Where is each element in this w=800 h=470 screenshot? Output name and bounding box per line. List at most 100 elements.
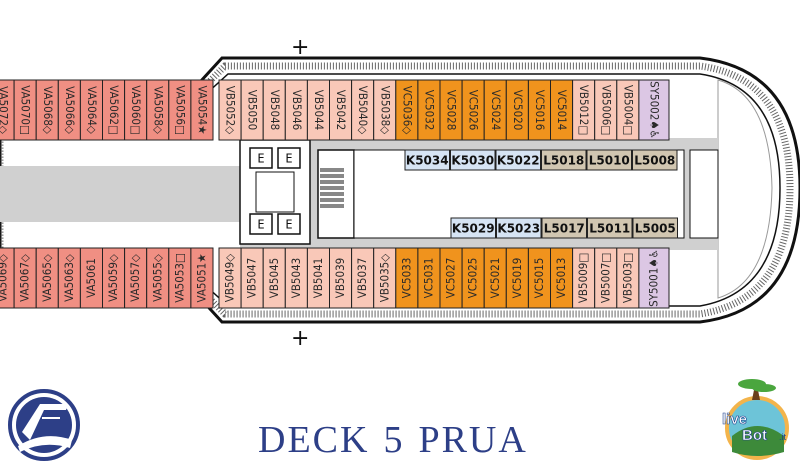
- cabin-number: VB5048: [268, 90, 282, 131]
- cabin-number: VA5069◇: [0, 254, 10, 302]
- cabin-number: K5030: [451, 154, 494, 168]
- cabin-number: VA5058◇: [151, 86, 165, 134]
- cabin-number: VC5036◇: [400, 86, 414, 135]
- cabin-number: VC5027: [444, 258, 458, 299]
- elevator-icon: [277, 213, 301, 235]
- cabin-number: VA5063◇: [62, 254, 76, 302]
- cabin-number: VB5043: [289, 258, 303, 299]
- cabin-number: SY5001♠♿: [646, 249, 660, 307]
- inner-top-cabin[interactable]: [495, 149, 541, 171]
- cabin-number: K5023: [497, 222, 540, 236]
- title-deck-word: DECK: [258, 419, 370, 461]
- cabin-number: VA5055◇: [150, 254, 164, 302]
- inner-bottom-cabin[interactable]: [632, 217, 678, 239]
- cabin-number: VC5014: [555, 90, 569, 131]
- cabin-number: VA5072◇: [0, 86, 11, 134]
- inner-bottom-cabin[interactable]: [541, 217, 587, 239]
- cabin-number: VA5051★: [194, 253, 208, 302]
- cabin-number: VB5049◇: [223, 254, 237, 302]
- stair-step: [320, 198, 344, 202]
- cabin-number: VA5070□: [19, 85, 33, 135]
- top-row-cabin[interactable]: [638, 79, 670, 141]
- cabin-number: VC5015: [532, 258, 546, 299]
- elevator-label: E: [285, 218, 292, 232]
- cabin-number: VB5047: [245, 258, 259, 299]
- cabin-number: VA5064◇: [85, 86, 99, 134]
- title-deck-area: PRUA: [418, 419, 528, 461]
- cabin-number: VC5019: [510, 258, 524, 299]
- cabin-number: VC5025: [466, 258, 480, 299]
- cabin-number: L5005: [635, 222, 676, 236]
- cabin-number: VC5031: [421, 258, 435, 299]
- cabin-number: VA5061: [84, 258, 98, 298]
- elevator-icon: [277, 147, 301, 169]
- cabin-number: VA5067◇: [18, 254, 32, 302]
- elevator-label: E: [257, 152, 264, 166]
- top-row-cabin[interactable]: [190, 79, 214, 141]
- inner-bottom-cabin[interactable]: [450, 217, 496, 239]
- cabin-number: VA5054★: [195, 85, 209, 134]
- inner-top-cabin[interactable]: [632, 149, 678, 171]
- inner-top-cabin[interactable]: [404, 149, 450, 171]
- liveboat-logo-text-2: Bot: [742, 427, 767, 444]
- inner-bottom-cabin[interactable]: [496, 217, 542, 239]
- liveboat-logo-suffix: .it: [779, 432, 787, 442]
- elevator-icon: [249, 213, 273, 235]
- inner-bottom-cabin[interactable]: [587, 217, 633, 239]
- cabin-number: VB5042: [334, 90, 348, 131]
- inner-top-cabin[interactable]: [450, 149, 496, 171]
- title-deck-number: 5: [383, 419, 405, 461]
- page-title: DECK 5 PRUA: [258, 418, 558, 462]
- plus-mark-top: +: [291, 35, 309, 60]
- cabin-number: VC5026: [467, 90, 481, 131]
- stair-step: [320, 186, 344, 190]
- stair-step: [320, 174, 344, 178]
- cabin-number: L5018: [543, 154, 584, 168]
- cabin-number: L5008: [634, 154, 675, 168]
- cabin-number: VB5050: [246, 90, 260, 131]
- cabin-number: VC5028: [445, 90, 459, 131]
- cabin-number: K5029: [452, 222, 495, 236]
- stair-step: [320, 192, 344, 196]
- cabin-number: VB5037: [355, 258, 369, 299]
- cabin-number: VC5013: [554, 258, 568, 299]
- bow-stores: [689, 149, 719, 239]
- cabin-number: VB5041: [311, 258, 325, 299]
- cabin-number: K5022: [497, 154, 540, 168]
- plus-mark-bottom: +: [291, 326, 309, 351]
- bow-deck-area: [717, 79, 773, 299]
- cabin-number: VB5038◇: [378, 86, 392, 134]
- cabin-number: L5010: [589, 154, 630, 168]
- cabin-number: VA5062□: [107, 85, 121, 135]
- cabin-number: VC5021: [488, 258, 502, 299]
- stair-step: [320, 204, 344, 208]
- cabin-number: VB5009□: [576, 253, 590, 303]
- cabin-number: VB5045: [267, 258, 281, 299]
- corridor-aft: [0, 166, 240, 222]
- cabin-number: VB5052◇: [224, 86, 238, 134]
- bottom-row-cabin[interactable]: [638, 247, 670, 309]
- cabin-number: VA5060□: [129, 85, 143, 135]
- cabin-number: VB5046: [290, 90, 304, 131]
- cabin-number: VB5003□: [620, 253, 634, 303]
- cabin-number: VB5004□: [621, 85, 635, 135]
- inner-top-cabin[interactable]: [586, 149, 632, 171]
- cabin-number: L5017: [544, 222, 585, 236]
- elevator-icon: [249, 147, 273, 169]
- stairs-icon: [320, 168, 344, 208]
- bottom-row-cabin[interactable]: [190, 247, 214, 309]
- stair-step: [320, 180, 344, 184]
- cabin-number: VA5053□: [172, 253, 186, 303]
- liveboat-logo-icon: live Bot .it: [722, 379, 789, 460]
- elevator-label: E: [285, 152, 292, 166]
- cabin-number: VB5007□: [598, 253, 612, 303]
- inner-top-cabin[interactable]: [541, 149, 587, 171]
- cabin-number: VB5035◇: [377, 254, 391, 302]
- cabin-number: L5011: [589, 222, 630, 236]
- cabin-number: VA5057◇: [128, 254, 142, 302]
